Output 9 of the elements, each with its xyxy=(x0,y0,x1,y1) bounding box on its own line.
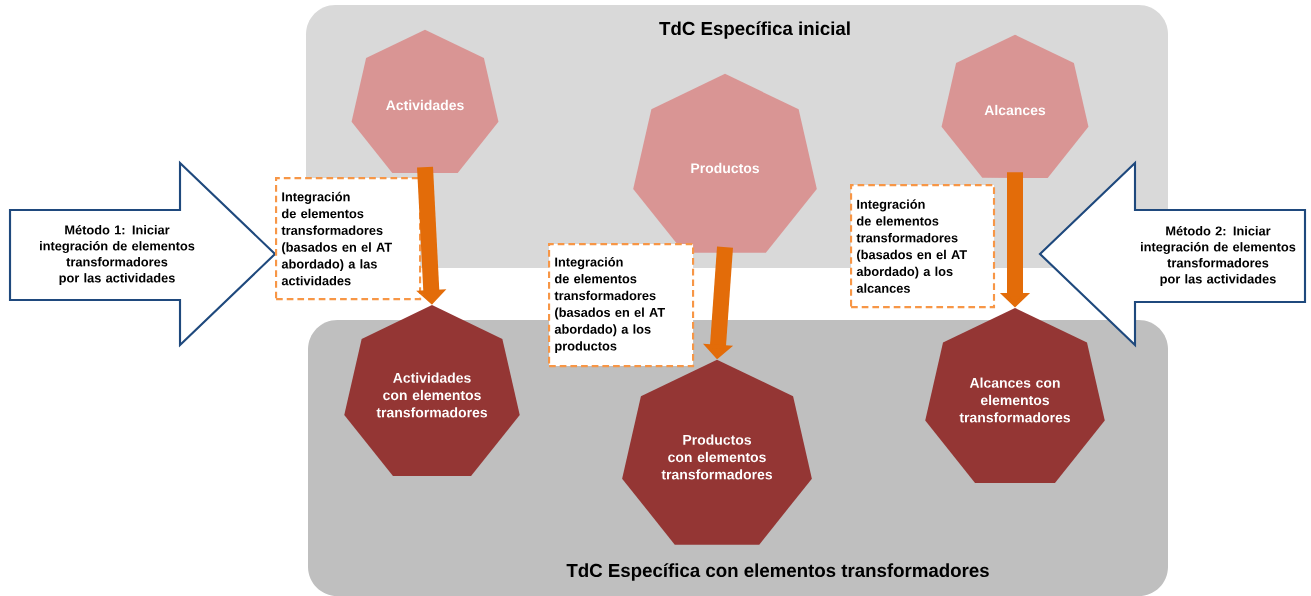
heptagon: Alcances xyxy=(941,34,1089,178)
dashed-text-box: Integración de elementos transformadores (basados en el AT abordado) a los productos xyxy=(548,243,695,368)
heptagon: Productos xyxy=(633,73,817,253)
heptagon: Actividades con elementos transformadores xyxy=(344,305,520,477)
heptagon: Actividades xyxy=(351,29,499,173)
heptagon: Productos con elementos transformadores xyxy=(622,359,812,545)
dashed-text-box: Integración de elementos transformadores (basados en el AT abordado) a las actividades xyxy=(275,177,422,301)
dashed-text-box: Integración de elementos transformadores (basados en el AT abordado) a los alcances xyxy=(850,184,996,309)
heptagon: Alcances con elementos transformadores xyxy=(925,307,1105,483)
